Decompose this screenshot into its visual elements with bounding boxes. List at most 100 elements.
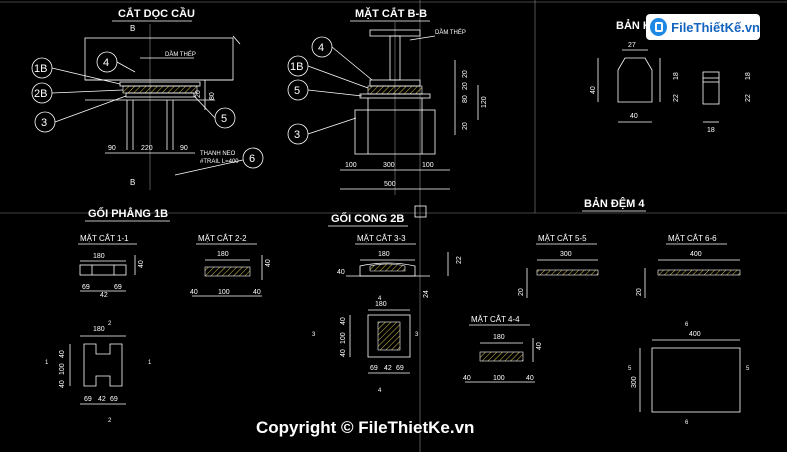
dim-m2-40v: 40	[265, 259, 272, 267]
section-mark-b-top: B	[130, 24, 135, 33]
dim-m3-40: 40	[337, 269, 345, 276]
dim-m3-22: 22	[456, 256, 463, 264]
dim-h27: 27	[628, 42, 636, 49]
section-mark-2b: 2	[108, 418, 112, 424]
dim-m3-180: 180	[378, 251, 390, 258]
dim-h40b: 40	[630, 113, 638, 120]
dim-h22b: 22	[745, 94, 752, 102]
section-mark-1a: 1	[45, 360, 49, 366]
dim-h18a: 18	[673, 72, 680, 80]
dim-h18c: 18	[707, 127, 715, 134]
svg-text:5: 5	[294, 85, 300, 97]
dim-m4-40b: 40	[526, 375, 534, 382]
label-mc55: MẶT CẮT 5-5	[538, 234, 587, 243]
section-mark-4b: 4	[378, 388, 382, 394]
svg-text:4: 4	[103, 57, 109, 69]
dim-m3-24: 24	[423, 290, 430, 298]
dim-p1-42: 42	[98, 396, 106, 403]
dim-100-left: 100	[345, 162, 357, 169]
copyright-footer: Copyright © FileThietKe.vn	[256, 418, 475, 437]
section-mark-1b: 1	[148, 360, 152, 366]
dim-m1-42: 42	[100, 292, 108, 299]
dim-h18b: 18	[745, 72, 752, 80]
dim-m2-180: 180	[217, 251, 229, 258]
dim-500: 500	[384, 181, 396, 188]
section-mark-2a: 2	[108, 321, 112, 327]
dim-v120: 120	[481, 96, 488, 108]
dim-m5-20: 20	[518, 288, 525, 296]
dim-p6-300: 300	[631, 376, 638, 388]
dim-p3-40b: 40	[340, 349, 347, 357]
dim-v20a: 20	[462, 70, 469, 78]
dim-m2-100: 100	[218, 289, 230, 296]
callout-circle-6	[242, 147, 264, 169]
dim-p1-69a: 69	[84, 396, 92, 403]
dim-m1-69b: 69	[114, 284, 122, 291]
svg-text:2B: 2B	[34, 88, 47, 100]
dim-h22a: 22	[673, 94, 680, 102]
section-mark-3a: 3	[312, 332, 316, 338]
section-mark-6b: 6	[685, 420, 689, 426]
svg-text:3: 3	[294, 129, 300, 141]
dim-p1-40a: 40	[59, 350, 66, 358]
title-cat-doc-cau: CẮT DỌC CẦU	[118, 7, 195, 20]
section-mark-6a: 6	[685, 322, 689, 328]
svg-text:1B: 1B	[34, 63, 47, 75]
dim-80-vert: 80	[209, 92, 216, 100]
note-dam-thep-1: DẦM THÉP	[165, 51, 196, 58]
label-mc44: MẶT CẮT 4-4	[471, 315, 520, 324]
title-ban-dem: BẢN ĐỆM 4	[584, 197, 645, 210]
dim-h40a: 40	[590, 86, 597, 94]
dim-m4-40v: 40	[536, 342, 543, 350]
dim-100-right: 100	[422, 162, 434, 169]
dim-p1-100: 100	[59, 363, 66, 375]
section-mark-5a: 5	[628, 366, 632, 372]
dim-m4-100: 100	[493, 375, 505, 382]
dim-v20b: 20	[462, 82, 469, 90]
dim-20-vert: 20	[195, 90, 202, 98]
svg-text:4: 4	[318, 42, 324, 54]
dim-m6-400: 400	[690, 251, 702, 258]
dim-m1-40: 40	[138, 260, 145, 268]
dim-p3-69b: 69	[396, 365, 404, 372]
title-goi-phang: GỐI PHẲNG 1B	[88, 206, 168, 220]
dim-m1-69a: 69	[82, 284, 90, 291]
note-trail: #TRAIL L=400	[200, 159, 239, 165]
svg-text:3: 3	[41, 117, 47, 129]
dim-p1-69b: 69	[110, 396, 118, 403]
dim-p3-100: 100	[340, 332, 347, 344]
dim-p1-180: 180	[93, 326, 105, 333]
dim-m1-180: 180	[93, 253, 105, 260]
dim-p3-180: 180	[375, 301, 387, 308]
dim-m2-40a: 40	[190, 289, 198, 296]
cat-doc-cau-view: CẮT DỌC CẦU B DẦM THÉP 90 220 90 20 80 T…	[31, 7, 264, 190]
note-dam-thep-2: DẦM THÉP	[435, 29, 466, 36]
section-mark-3b: 3	[415, 332, 419, 338]
watermark-badge: FileThiếtKế.vn	[646, 14, 760, 40]
dim-p3-69a: 69	[370, 365, 378, 372]
section-mark-4a: 4	[378, 296, 382, 302]
dim-p3-40a: 40	[340, 317, 347, 325]
dim-90-left: 90	[108, 145, 116, 152]
dim-m5-300: 300	[560, 251, 572, 258]
watermark-text: FileThiếtKế.vn	[671, 19, 760, 35]
title-ban-h: BẢN H	[616, 19, 651, 32]
section-mark-b-bottom: B	[130, 178, 135, 187]
ban-h-view: BẢN H 27 40 40 18 22 18 22 18	[590, 19, 752, 134]
file-logo-icon	[650, 18, 668, 36]
dim-v20c: 20	[462, 122, 469, 130]
goi-phang-view: GỐI PHẲNG 1B MẶT CẮT 1-1 180 40 69 42 69…	[45, 206, 272, 424]
goi-cong-view: GỐI CONG 2B MẶT CẮT 3-3 180 40 22 24 180…	[312, 211, 543, 394]
label-mc11: MẶT CẮT 1-1	[80, 234, 129, 243]
dim-p3-42: 42	[384, 365, 392, 372]
dim-300: 300	[383, 162, 395, 169]
note-thanh-neo: THANH NEO	[200, 151, 236, 157]
dim-m4-40a: 40	[463, 375, 471, 382]
label-mc66: MẶT CẮT 6-6	[668, 234, 717, 243]
dim-p6-400: 400	[689, 331, 701, 338]
dim-90-right: 90	[180, 145, 188, 152]
dim-m2-40b: 40	[253, 289, 261, 296]
label-mc22: MẶT CẮT 2-2	[198, 234, 247, 243]
